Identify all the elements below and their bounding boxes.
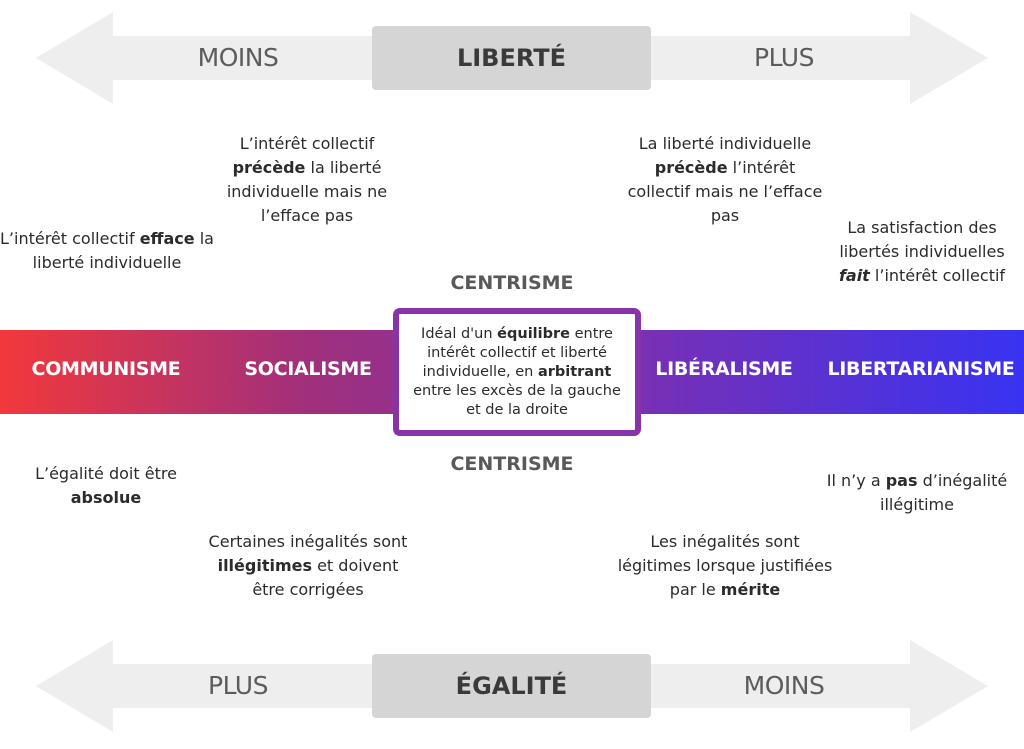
- socialisme-liberty-text: L’intérêt collectif précède la liberté i…: [226, 134, 388, 225]
- centrisme-definition-box: Idéal d'un équilibre entre intérêt colle…: [393, 308, 641, 436]
- equality-axis-label: ÉGALITÉ: [372, 654, 651, 718]
- libertarianisme-liberty-text: La satisfaction des libertés individuell…: [838, 218, 1006, 285]
- communisme-equality-text: L’égalité doit être absolue: [35, 464, 177, 507]
- centrisme-bottom-label: CENTRISME: [450, 453, 574, 475]
- equality-right-label: MOINS: [743, 671, 825, 700]
- libertarianisme-equality-text: Il n’y a pas d’inégalité illégitime: [826, 471, 1008, 514]
- socialisme-equality-text: Certaines inégalités sont illégitimes et…: [208, 532, 408, 599]
- ideology-socialisme: SOCIALISME: [244, 358, 372, 380]
- liberty-right-label: PLUS: [754, 43, 814, 72]
- ideology-libertarianisme: LIBERTARIANISME: [827, 358, 1015, 380]
- centrisme-definition-text: Idéal d'un équilibre entre intérêt colle…: [413, 325, 621, 418]
- centrisme-top-label: CENTRISME: [450, 272, 574, 294]
- ideology-communisme: COMMUNISME: [31, 358, 181, 380]
- liberalisme-equality-text: Les inégalités sont légitimes lorsque ju…: [617, 532, 833, 599]
- liberty-axis-label: LIBERTÉ: [372, 26, 651, 90]
- ideology-liberalisme: LIBÉRALISME: [655, 358, 793, 380]
- liberalisme-liberty-text: La liberté individuelle précède l’intérê…: [627, 134, 823, 225]
- liberty-left-label: MOINS: [197, 43, 279, 72]
- equality-left-label: PLUS: [208, 671, 268, 700]
- communisme-liberty-text: L’intérêt collectif efface la liberté in…: [0, 229, 214, 272]
